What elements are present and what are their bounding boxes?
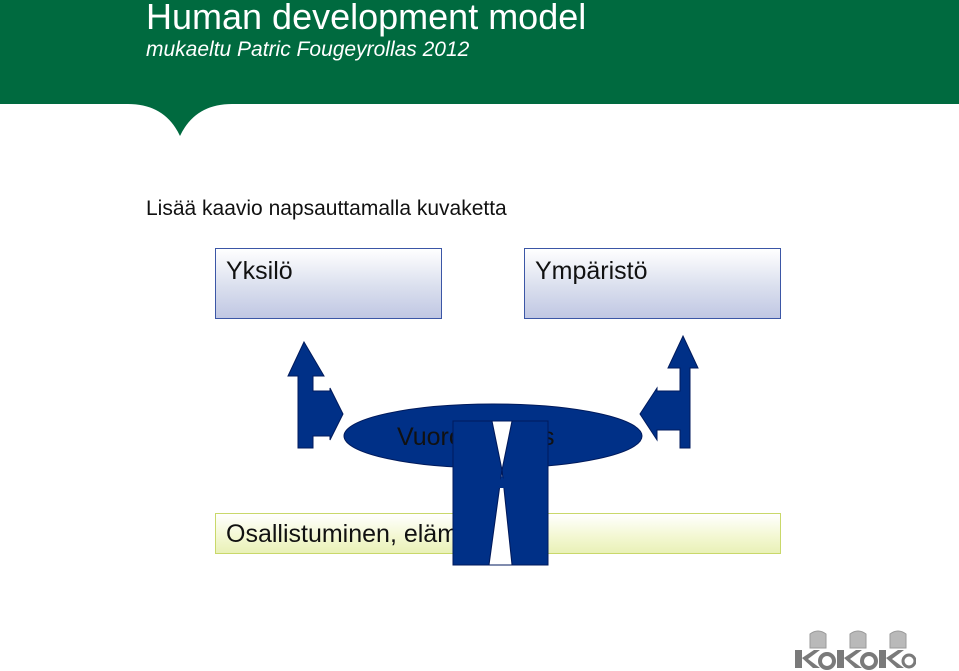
right-up-arrow-icon[interactable] [639,334,699,449]
individual-box[interactable]: Yksilö [215,248,442,319]
left-up-arrow-icon[interactable] [287,340,344,449]
slide-title: Human development model [146,0,587,37]
diagram-placeholder-instruction[interactable]: Lisää kaavio napsauttamalla kuvaketta [146,197,507,220]
environment-box[interactable]: Ympäristö [524,248,781,319]
individual-box-label: Yksilö [226,257,293,285]
slide-subtitle: mukaeltu Patric Fougeyrollas 2012 [146,38,470,61]
header-notch-shape [0,100,959,136]
vertical-arrow-top-notch [491,420,513,471]
header-bar: Human development model mukaeltu Patric … [0,0,959,104]
vertical-arrow-center-tip [496,476,508,488]
vertical-arrow-bottom-notch [488,469,513,566]
kokoko-logo [795,630,916,670]
environment-box-label: Ympäristö [535,257,648,285]
